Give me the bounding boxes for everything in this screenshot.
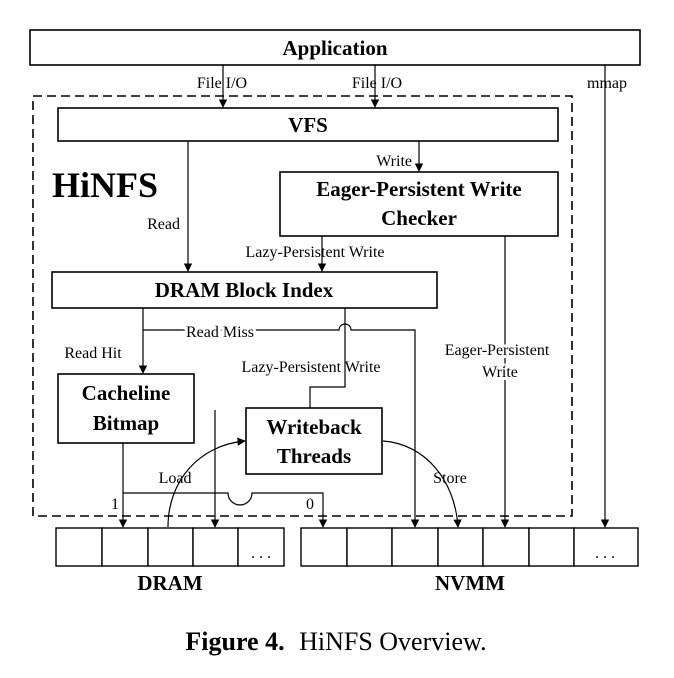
dram-cell <box>55 527 103 567</box>
figure-caption: Figure 4. HiNFS Overview. <box>185 627 486 656</box>
write-label: Write <box>376 153 412 170</box>
writeback-threads-box: Writeback Threads <box>245 407 383 475</box>
store-label: Store <box>433 470 467 487</box>
nvmm-cell <box>573 527 639 567</box>
vfs-box: VFS <box>57 107 559 142</box>
dram-cell <box>101 527 149 567</box>
application-box: Application <box>29 29 641 66</box>
hinfs-region-title: HiNFS <box>52 165 158 205</box>
edge-load <box>167 437 246 528</box>
caption-text: HiNFS Overview. <box>299 627 487 656</box>
mmap-label: mmap <box>587 75 627 92</box>
load-label: Load <box>159 470 192 487</box>
bit-one-label: 1 <box>111 496 119 513</box>
bit-zero-label: 0 <box>306 496 314 513</box>
file-io-right-label: File I/O <box>352 75 402 92</box>
read-miss-label: Read Miss <box>186 324 254 341</box>
nvmm-cell <box>437 527 484 567</box>
cacheline-bitmap-label-line2: Bitmap <box>93 411 160 435</box>
edge-labels: File I/O File I/O mmap Write Read Lazy-P… <box>64 75 627 513</box>
vfs-label: VFS <box>288 113 328 137</box>
cacheline-bitmap-box: Cacheline Bitmap <box>57 373 195 444</box>
dram-label: DRAM <box>137 571 202 595</box>
lazy-write-lower-label: Lazy-Persistent Write <box>241 359 380 376</box>
edge-read-miss <box>143 323 420 528</box>
read-hit-label: Read Hit <box>64 345 122 362</box>
caption-number: Figure 4. <box>185 627 284 656</box>
dram-cell <box>237 527 285 567</box>
read-label: Read <box>147 216 180 233</box>
eager-checker-box: Eager-Persistent Write Checker <box>279 171 559 237</box>
dram-array: . . . <box>55 527 285 567</box>
nvmm-cell <box>300 527 348 567</box>
writeback-threads-label-line2: Threads <box>277 444 351 468</box>
edge-bit-line <box>123 492 328 528</box>
nvmm-label: NVMM <box>435 571 505 595</box>
nvmm-ellipsis: . . . <box>595 545 615 562</box>
eager-checker-label-line1: Eager-Persistent Write <box>316 177 521 201</box>
edges <box>118 65 610 528</box>
dram-ellipsis: . . . <box>251 545 271 562</box>
dram-cell <box>147 527 194 567</box>
nvmm-cell <box>482 527 530 567</box>
writeback-threads-label-line1: Writeback <box>266 415 362 439</box>
nvmm-cell <box>528 527 575 567</box>
dram-cell <box>192 527 239 567</box>
application-label: Application <box>282 36 387 60</box>
edge-store <box>382 440 462 528</box>
eager-write-label-line1: Eager-Persistent <box>445 342 550 359</box>
nvmm-cell <box>346 527 393 567</box>
eager-checker-label-line2: Checker <box>381 206 457 230</box>
nvmm-cell <box>391 527 439 567</box>
dram-block-index-label: DRAM Block Index <box>155 278 334 302</box>
nvmm-array: . . . <box>300 527 639 567</box>
file-io-left-label: File I/O <box>197 75 247 92</box>
cacheline-bitmap-label-line1: Cacheline <box>82 381 171 405</box>
hinfs-region-border <box>32 95 573 517</box>
dram-block-index-box: DRAM Block Index <box>51 271 438 309</box>
eager-write-label-line2: Write <box>482 364 518 381</box>
lazy-write-upper-label: Lazy-Persistent Write <box>245 244 384 261</box>
